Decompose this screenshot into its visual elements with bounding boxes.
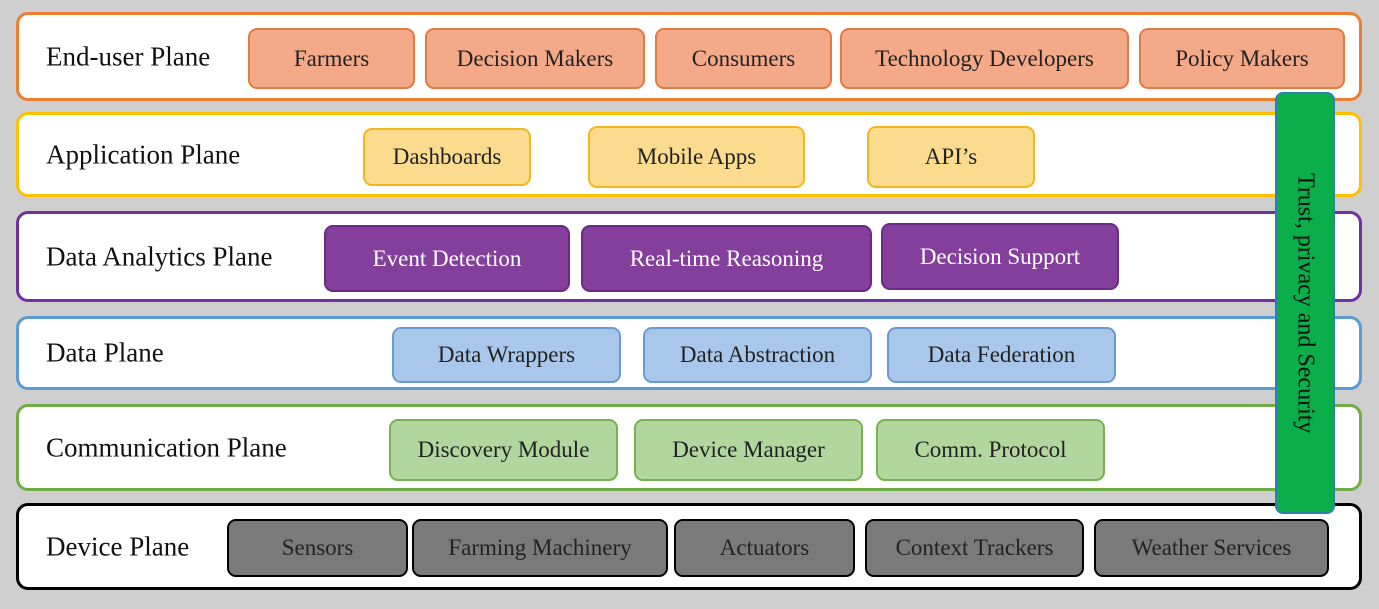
box-consumers: Consumers [655,28,832,89]
plane-label: End-user Plane [46,41,211,71]
box-discovery-module: Discovery Module [389,419,618,481]
box-data-federation: Data Federation [887,327,1116,383]
box-real-time-reasoning: Real-time Reasoning [581,225,872,292]
box-technology-developers: Technology Developers [840,28,1129,89]
box-mobile-apps: Mobile Apps [588,126,805,188]
box-farmers: Farmers [248,28,415,89]
box-weather-services: Weather Services [1094,519,1329,577]
trust-bar-label: Trust, privacy and Security [1292,172,1319,434]
box-actuators: Actuators [674,519,855,577]
communication-plane: Communication Plane Discovery Module Dev… [16,404,1362,491]
box-decision-support: Decision Support [881,223,1119,290]
box-data-abstraction: Data Abstraction [643,327,872,383]
plane-label: Device Plane [46,531,190,561]
box-dashboards: Dashboards [363,128,531,186]
box-decision-makers: Decision Makers [425,28,645,89]
application-plane: Application Plane Dashboards Mobile Apps… [16,112,1362,197]
box-farming-machinery: Farming Machinery [412,519,668,577]
plane-label: Data Plane [46,337,164,368]
data-analytics-plane: Data Analytics Plane Event Detection Rea… [16,211,1362,302]
box-apis: API’s [867,126,1035,188]
box-comm-protocol: Comm. Protocol [876,419,1105,481]
trust-privacy-security-bar: Trust, privacy and Security [1275,92,1335,514]
data-plane: Data Plane Data Wrappers Data Abstractio… [16,316,1362,390]
plane-label: Application Plane [46,139,241,169]
plane-label: Data Analytics Plane [46,241,273,271]
box-policy-makers: Policy Makers [1139,28,1345,89]
box-data-wrappers: Data Wrappers [392,327,621,383]
box-event-detection: Event Detection [324,225,570,292]
device-plane: Device Plane Sensors Farming Machinery A… [16,503,1362,590]
end-user-plane: End-user Plane Farmers Decision Makers C… [16,12,1362,101]
box-context-trackers: Context Trackers [865,519,1084,577]
box-device-manager: Device Manager [634,419,863,481]
plane-label: Communication Plane [46,432,287,462]
box-sensors: Sensors [227,519,408,577]
